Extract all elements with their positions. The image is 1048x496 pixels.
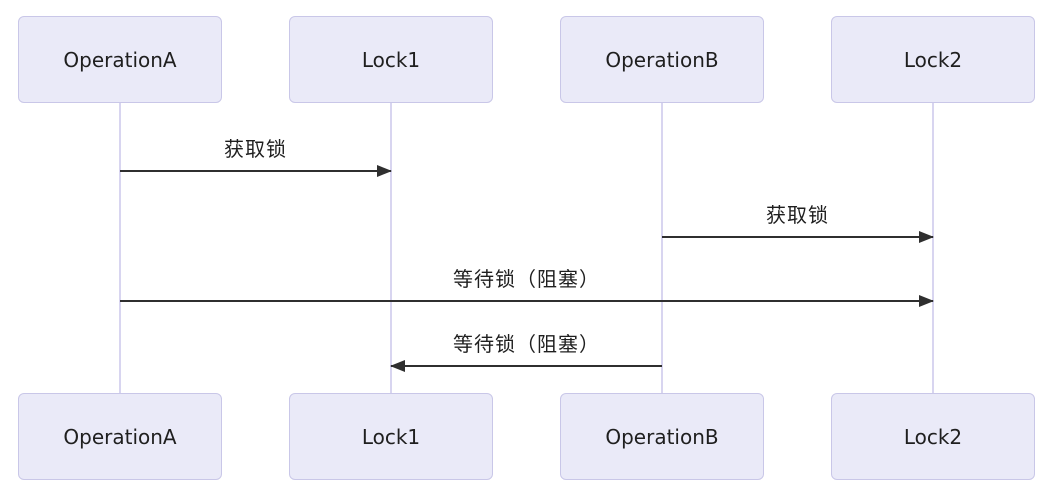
actor-label-operation-b: OperationB xyxy=(605,47,719,72)
actor-box-lock-2-bottom: Lock2 xyxy=(831,393,1035,480)
message-arrow-line xyxy=(662,231,934,243)
lifeline-lock-1 xyxy=(390,103,392,393)
message-arrow-line xyxy=(390,360,662,372)
arrowhead-right-icon xyxy=(919,295,934,307)
actor-label-lock-2: Lock2 xyxy=(903,424,963,449)
actor-box-lock-1-bottom: Lock1 xyxy=(289,393,493,480)
actor-box-lock-2-top: Lock2 xyxy=(831,16,1035,103)
actor-label-lock-2: Lock2 xyxy=(903,47,963,72)
lifeline-operation-b xyxy=(661,103,663,393)
message-label: 等待锁（阻塞） xyxy=(453,332,600,356)
actor-label-operation-a: OperationA xyxy=(63,424,177,449)
arrowhead-right-icon xyxy=(919,231,934,243)
message-acquire-lock-b: 获取锁 xyxy=(662,202,934,243)
message-wait-lock-a: 等待锁（阻塞） xyxy=(120,266,934,307)
lifeline-operation-a xyxy=(119,103,121,393)
actor-label-operation-a: OperationA xyxy=(63,47,177,72)
message-label: 获取锁 xyxy=(766,203,829,227)
message-arrow-line xyxy=(120,295,934,307)
actor-label-operation-b: OperationB xyxy=(605,424,719,449)
arrowhead-left-icon xyxy=(390,360,405,372)
actor-box-lock-1-top: Lock1 xyxy=(289,16,493,103)
actor-box-operation-b-bottom: OperationB xyxy=(560,393,764,480)
actor-box-operation-a-top: OperationA xyxy=(18,16,222,103)
arrowhead-right-icon xyxy=(377,165,392,177)
message-label: 等待锁（阻塞） xyxy=(453,267,600,291)
actor-label-lock-1: Lock1 xyxy=(361,47,421,72)
actor-label-lock-1: Lock1 xyxy=(361,424,421,449)
actor-box-operation-b-top: OperationB xyxy=(560,16,764,103)
message-arrow-line xyxy=(120,165,392,177)
actor-box-operation-a-bottom: OperationA xyxy=(18,393,222,480)
message-label: 获取锁 xyxy=(224,137,287,161)
message-acquire-lock-a: 获取锁 xyxy=(120,136,392,177)
message-wait-lock-b: 等待锁（阻塞） xyxy=(390,331,662,372)
lifeline-lock-2 xyxy=(932,103,934,393)
